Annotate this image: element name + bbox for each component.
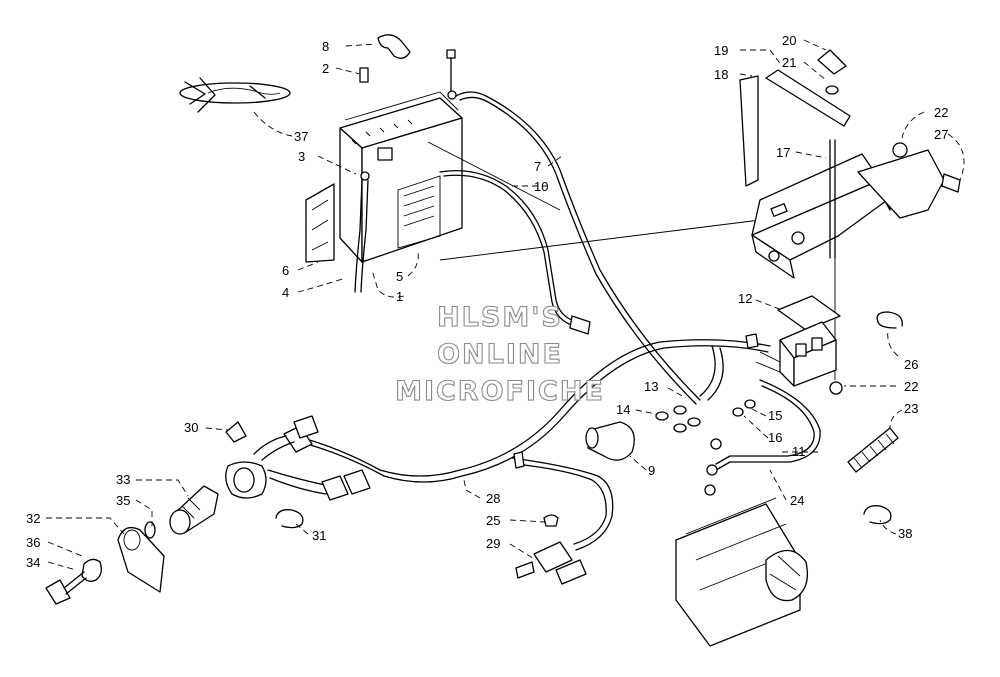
- callout-12: 12: [738, 291, 752, 306]
- callout-30: 30: [184, 420, 198, 435]
- callout-18: 18: [714, 67, 728, 82]
- callout-19: 19: [714, 43, 728, 58]
- wiring-harness: [295, 333, 771, 551]
- callout-17: 17: [776, 145, 790, 160]
- callout-27: 27: [934, 127, 948, 142]
- battery-box: [751, 139, 945, 279]
- callout-32: 32: [26, 511, 40, 526]
- terminal-boot-9: [585, 421, 635, 461]
- callout-37: 37: [294, 129, 308, 144]
- callout-4: 4: [282, 285, 289, 300]
- vent-hose: [354, 179, 369, 293]
- callout-1: 1: [396, 289, 403, 304]
- callout-10: 10: [534, 179, 548, 194]
- callout-35: 35: [116, 493, 130, 508]
- callout-3: 3: [298, 149, 305, 164]
- watermark-line-1: HLSM'S: [437, 302, 563, 333]
- callout-22-top: 22: [934, 105, 948, 120]
- callout-28: 28: [486, 491, 500, 506]
- callout-11: 11: [792, 444, 806, 459]
- callout-22-bottom: 22: [904, 379, 918, 394]
- callout-13: 13: [644, 379, 658, 394]
- watermark-line-2: ONLINE: [437, 339, 563, 370]
- callout-16: 16: [768, 430, 782, 445]
- terminal-boot: [377, 34, 411, 59]
- hardware: [655, 399, 756, 433]
- solenoid: [755, 295, 841, 387]
- callout-15: 15: [768, 408, 782, 423]
- callout-leaders: [46, 39, 965, 571]
- callout-21: 21: [782, 55, 796, 70]
- watermark-line-3: MICROFICHE: [395, 376, 605, 407]
- callout-25: 25: [486, 513, 500, 528]
- callout-36: 36: [26, 535, 40, 550]
- callout-2: 2: [322, 61, 329, 76]
- callout-20: 20: [782, 33, 796, 48]
- callout-14: 14: [616, 402, 630, 417]
- battery: [339, 91, 463, 263]
- callout-24: 24: [790, 493, 804, 508]
- battery-bracket: [305, 183, 335, 263]
- callout-26: 26: [904, 357, 918, 372]
- strap-parts: [739, 49, 961, 395]
- callout-9: 9: [648, 463, 655, 478]
- callout-31: 31: [312, 528, 326, 543]
- starter-motor: [675, 484, 809, 647]
- harness-connector: [515, 514, 587, 585]
- ignition-switch: [45, 415, 371, 605]
- callout-38: 38: [898, 526, 912, 541]
- callout-labels: 8 2 37 3 6 4 5 1 7 10 19 18 20 21 17 22 …: [26, 33, 948, 570]
- clamps: [275, 311, 903, 529]
- callout-23: 23: [904, 401, 918, 416]
- callout-33: 33: [116, 472, 130, 487]
- callout-6: 6: [282, 263, 289, 278]
- bolts: [359, 49, 457, 181]
- callout-5: 5: [396, 269, 403, 284]
- spiral-wrap: [847, 427, 899, 473]
- callout-8: 8: [322, 39, 329, 54]
- callout-34: 34: [26, 555, 40, 570]
- decal-logo: [179, 77, 291, 113]
- callout-7: 7: [534, 159, 541, 174]
- watermark: HLSM'S ONLINE MICROFICHE: [395, 301, 605, 407]
- battery-cables: [439, 91, 701, 405]
- starter-cable: [706, 379, 821, 476]
- callout-29: 29: [486, 536, 500, 551]
